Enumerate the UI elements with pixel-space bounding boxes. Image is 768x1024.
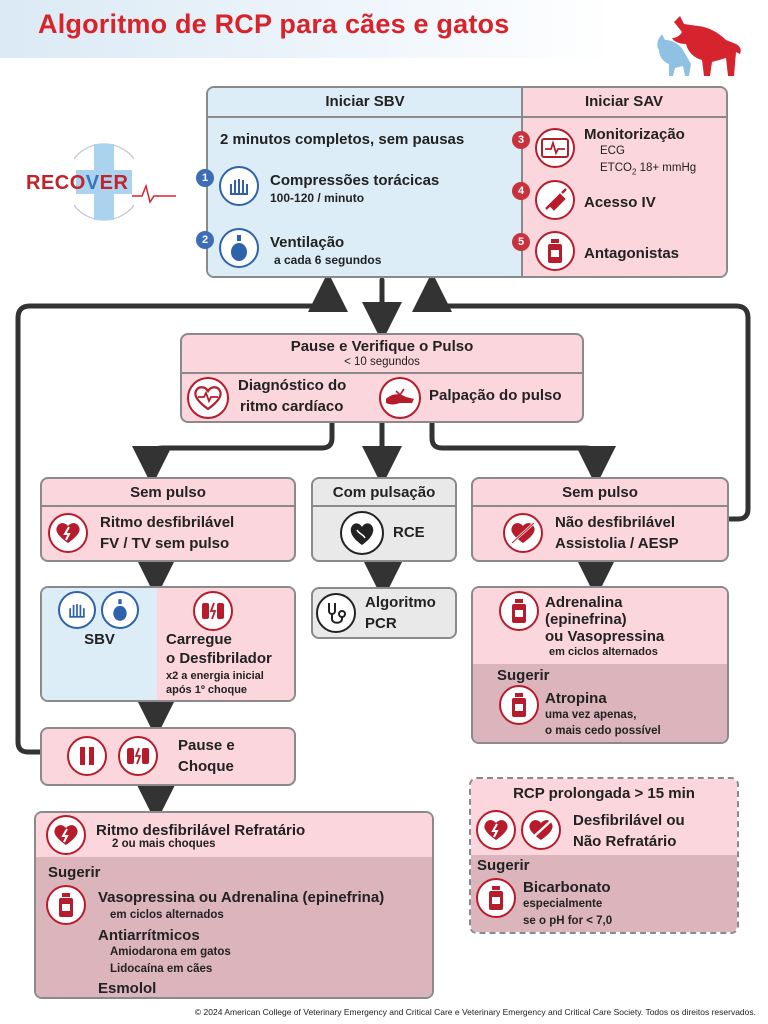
vial-icon-adrenaline [499,591,539,631]
with-pulse-box: Com pulsação RCE [311,477,457,562]
hand-pulse-icon [379,377,421,419]
refractory-suggest: Sugerir [48,864,101,881]
rhythm-diagnosis-line1: Diagnóstico do [238,377,347,394]
refractory-title: Ritmo desfibrilável Refratário [96,822,306,839]
adrenaline-line2: (epinefrina) [545,611,627,628]
charge-detail1: x2 a energia inicial [166,670,264,682]
prolonged-line1: Desfibrilável ou [573,812,685,829]
hands-compression-icon [219,166,259,206]
atropine-label: Atropina [545,690,607,707]
charge-detail2: após 1º choque [166,684,248,696]
monitoring-label: Monitorização [584,126,685,143]
vial-icon-refractory [46,885,86,925]
iv-access-label: Acesso IV [584,194,656,211]
pause-shock-line1: Pause e [178,737,235,754]
compressions-label: Compressões torácicas [270,172,440,189]
vial-icon-bicarbonate [476,878,516,918]
vial-icon-atropine [499,685,539,725]
sav-header: Iniciar SAV [584,93,664,110]
pulse-palpation-label: Palpação do pulso [429,387,562,404]
prolonged-line2: Não Refratário [573,833,677,850]
dog-cat-silhouette-icon [657,16,741,76]
sbv-header: Iniciar SBV [325,93,405,110]
defib-heart-icon-refractory [46,815,86,855]
pcr-line2: PCR [365,615,397,632]
ventilation-bag-icon-small [101,591,139,629]
adrenaline-line1: Adrenalina [545,594,623,611]
step-1-badge: 1 [196,169,214,187]
heart-ecg-icon [187,377,229,419]
refractory-subtitle: 2 ou mais choques [112,838,216,850]
ecg-monitor-icon [535,128,575,168]
defibrillator-paddles-icon [193,591,233,631]
copyright-footer: © 2024 American College of Veterinary Em… [194,1007,756,1017]
vf-vt-label: FV / TV sem pulso [100,535,230,552]
atropine-detail1: uma vez apenas, [545,709,637,721]
amiodarone-label: Amiodarona em gatos [110,946,231,958]
antiarrhythmics-label: Antiarrítmicos [98,927,200,944]
antagonists-label: Antagonistas [584,245,680,262]
compressions-detail: 100-120 / minuto [270,191,365,205]
adrenaline-detail: em ciclos alternados [549,646,658,658]
rce-label: RCE [393,524,425,541]
pause-check-title: Pause e Verifique o Pulso [290,338,474,355]
prolonged-title: RCP prolongada > 15 min [513,785,695,802]
atropine-detail2: o mais cedo possível [545,725,661,737]
adrenaline-suggest: Sugerir [497,667,550,684]
charge-line2: o Desfibrilador [166,650,272,667]
heart-rce-icon [340,511,384,555]
no-defib-heart-icon [503,513,543,553]
step-4-badge: 4 [512,182,530,200]
asystole-pea-label: Assistolia / AESP [555,535,679,552]
defib-heart-icon [48,513,88,553]
syringe-icon [535,180,575,220]
hands-compression-icon-small [58,591,96,629]
bicarbonate-detail2: se o pH for < 7,0 [523,915,613,927]
page-title: Algoritmo de RCP para cães e gatos [38,9,510,39]
pause-shock-line2: Choque [178,758,234,775]
defibrillator-paddles-icon-shock [118,736,158,776]
with-pulse-header: Com pulsação [332,484,436,501]
ventilation-label: Ventilação [270,234,345,251]
shockable-rhythm-label: Ritmo desfibrilável [100,514,235,531]
pause-check-subtitle: < 10 segundos [344,356,420,368]
bicarbonate-detail1: especialmente [523,898,603,910]
sbv-sav-box: Iniciar SBV Iniciar SAV 2 minutos comple… [206,86,728,278]
stethoscope-icon [316,593,356,633]
ventilation-bag-icon [219,228,259,268]
sbv-small-label: SBV [84,631,115,648]
no-defib-heart-icon-prolonged [521,810,561,850]
etco2-label: ETCO2 18+ mmHg [600,162,697,177]
ventilation-detail: a cada 6 segundos [274,253,382,267]
title-bar [0,0,768,58]
recover-logo: RECOVER [20,140,176,224]
refractory-box: Ritmo desfibrilável Refratário 2 ou mais… [34,811,434,999]
esmolol-label: Esmolol [98,980,157,997]
ecg-label: ECG [600,145,625,157]
bicarbonate-label: Bicarbonato [523,879,611,896]
non-shockable-label: Não desfibrilável [555,514,676,531]
prolonged-suggest: Sugerir [477,857,530,874]
adrenaline-line3: ou Vasopressina [545,628,665,645]
sbv-panel [208,88,522,276]
defib-heart-icon-prolonged [476,810,516,850]
vasopressin-adrenaline-label: Vasopressina ou Adrenalina (epinefrina) [98,889,385,906]
lidocaine-label: Lidocaína em cães [110,963,213,975]
pause-icon [67,736,107,776]
no-pulse-left-header: Sem pulso [130,484,206,501]
step-3-badge: 3 [512,131,530,149]
no-pulse-right-header: Sem pulso [562,484,638,501]
charge-line1: Carregue [166,631,232,648]
step-5-badge: 5 [512,233,530,251]
vial-icon [535,231,575,271]
vasopressin-detail: em ciclos alternados [110,909,224,921]
step-2-badge: 2 [196,231,214,249]
sbv-subtitle: 2 minutos completos, sem pausas [220,131,465,148]
pcr-line1: Algoritmo [365,594,436,611]
rhythm-diagnosis-line2: ritmo cardíaco [240,398,344,415]
prolonged-cpr-box: RCP prolongada > 15 min Desfibrilável ou… [469,777,739,934]
